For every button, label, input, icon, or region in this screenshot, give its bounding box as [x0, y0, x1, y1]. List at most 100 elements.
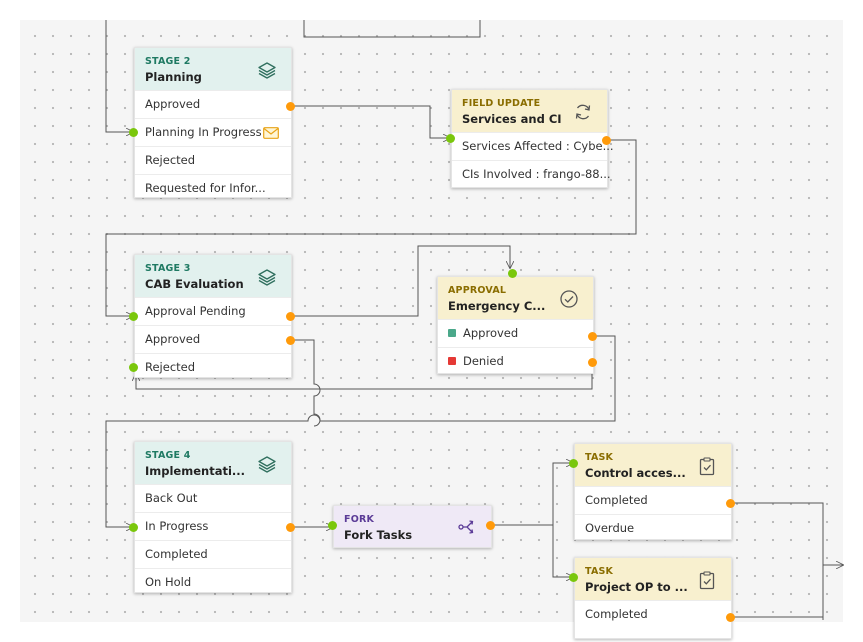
task2-kind: TASK	[585, 566, 614, 577]
stage2-approved-output-port[interactable]	[286, 102, 295, 111]
stage3-kind: STAGE 3	[145, 263, 191, 274]
stage4-header[interactable]: STAGE 4 Implementati...	[135, 442, 291, 484]
stage2-row-approved[interactable]: Approved	[135, 90, 291, 118]
stage4-node[interactable]: STAGE 4 Implementati... Back Out In Prog…	[134, 441, 292, 593]
wire-field-update-to-cab	[105, 139, 637, 316]
stage2-title: Planning	[145, 70, 202, 84]
row-label: Overdue	[585, 521, 635, 535]
stage2-header[interactable]: STAGE 2 Planning	[135, 48, 291, 90]
task1-completed-output-port[interactable]	[726, 499, 735, 508]
row-label: Approval Pending	[145, 304, 246, 318]
wire-fork-to-task2	[552, 525, 573, 577]
stage3-approval-pending-output-port[interactable]	[286, 312, 295, 321]
denied-status-square	[448, 356, 456, 365]
stage3-approved-output-port[interactable]	[286, 336, 295, 345]
stage4-kind: STAGE 4	[145, 450, 191, 461]
task1-node[interactable]: TASK Control acces... Completed Overdue	[574, 443, 732, 540]
stage3-input-port[interactable]	[129, 312, 138, 321]
task1-row-overdue[interactable]: Overdue	[575, 514, 731, 542]
task2-title: Project OP to ...	[585, 580, 688, 594]
stage4-input-port[interactable]	[129, 523, 138, 532]
row-label: On Hold	[145, 575, 192, 589]
task2-header[interactable]: TASK Project OP to ...	[575, 558, 731, 600]
approval-approved-output-port[interactable]	[588, 332, 597, 341]
stage3-row-approval-pending[interactable]: Approval Pending	[135, 297, 291, 325]
layers-icon	[258, 269, 276, 286]
approval-row-denied[interactable]: Denied	[438, 347, 593, 375]
approval-node[interactable]: APPROVAL Emergency C... Approved Denied	[437, 276, 594, 374]
clipboard-icon	[699, 457, 715, 476]
row-label: CIs Involved : frango-88...	[462, 167, 611, 181]
field-update-title: Services and CI	[462, 112, 562, 126]
layers-icon	[258, 456, 276, 473]
row-label: In Progress	[145, 519, 209, 533]
stage3-row-rejected[interactable]: Rejected	[135, 353, 291, 381]
stage4-title: Implementati...	[145, 464, 246, 478]
row-label: Planning In Progress	[145, 125, 262, 139]
stage3-title: CAB Evaluation	[145, 277, 244, 291]
fork-output-port[interactable]	[486, 521, 495, 530]
approval-input-port[interactable]	[508, 269, 517, 278]
task1-row-completed[interactable]: Completed	[575, 486, 731, 514]
field-update-kind: FIELD UPDATE	[462, 98, 541, 109]
field-update-input-port[interactable]	[446, 134, 455, 143]
approved-status-square	[448, 328, 456, 337]
wire-into-planning	[105, 20, 133, 132]
stage2-row-requested-for-info[interactable]: Requested for Infor...	[135, 174, 291, 202]
wire-cab-pending-to-approval	[290, 245, 510, 317]
stage2-kind: STAGE 2	[145, 56, 191, 67]
wire-task1-completed-out	[731, 502, 824, 620]
task1-input-port[interactable]	[569, 459, 578, 468]
task1-header[interactable]: TASK Control acces...	[575, 444, 731, 486]
stage2-input-port[interactable]	[129, 128, 138, 137]
stage4-row-on-hold[interactable]: On Hold	[135, 568, 291, 596]
stage4-in-progress-output-port[interactable]	[286, 523, 295, 532]
task1-kind: TASK	[585, 452, 614, 463]
row-label: Approved	[145, 332, 201, 346]
field-update-row-cis[interactable]: CIs Involved : frango-88...	[452, 160, 611, 188]
stage2-node[interactable]: STAGE 2 Planning Approved Planning In Pr…	[134, 47, 292, 198]
wire-approval-approved-to-stage4	[105, 335, 616, 527]
task2-completed-output-port[interactable]	[726, 613, 735, 622]
clipboard-icon	[699, 571, 715, 590]
stage3-header[interactable]: STAGE 3 CAB Evaluation	[135, 255, 291, 297]
fork-input-port[interactable]	[328, 521, 337, 530]
approval-denied-output-port[interactable]	[588, 358, 597, 367]
stage2-row-rejected[interactable]: Rejected	[135, 146, 291, 174]
stage4-row-completed[interactable]: Completed	[135, 540, 291, 568]
refresh-icon	[575, 104, 591, 120]
task2-input-port[interactable]	[569, 573, 578, 582]
approval-header[interactable]: APPROVAL Emergency C...	[438, 277, 593, 319]
task2-node[interactable]: TASK Project OP to ... Completed	[574, 557, 732, 639]
field-update-header[interactable]: FIELD UPDATE Services and CI	[452, 90, 607, 132]
field-update-row-services[interactable]: Services Affected : Cybe...	[452, 132, 614, 160]
approval-row-approved[interactable]: Approved	[438, 319, 593, 347]
wire-planning-approved-to-field-update	[290, 105, 450, 138]
stage2-row-planning-in-progress[interactable]: Planning In Progress	[135, 118, 291, 146]
row-label: Approved	[145, 97, 201, 111]
row-label: Rejected	[145, 360, 196, 374]
field-update-node[interactable]: FIELD UPDATE Services and CI Services Af…	[451, 89, 614, 188]
row-label: Rejected	[145, 153, 196, 167]
fork-kind: FORK	[344, 514, 375, 525]
row-label: Services Affected : Cybe...	[462, 139, 614, 153]
fork-node[interactable]: FORK Fork Tasks	[333, 505, 492, 548]
wire-approval-denied-to-rejected	[136, 363, 593, 390]
stage4-row-back-out[interactable]: Back Out	[135, 484, 291, 512]
wire-fork-to-task1	[491, 463, 573, 526]
wire-cab-approved-to-stage4	[290, 339, 321, 427]
field-update-output-port[interactable]	[602, 136, 611, 145]
stage4-row-in-progress[interactable]: In Progress	[135, 512, 291, 540]
approval-title: Emergency C...	[448, 299, 546, 313]
check-circle-icon	[560, 290, 578, 308]
task2-row-completed[interactable]: Completed	[575, 600, 731, 628]
stage3-node[interactable]: STAGE 3 CAB Evaluation Approval Pending …	[134, 254, 292, 378]
stage3-rejected-input-port[interactable]	[129, 363, 138, 372]
fork-title: Fork Tasks	[344, 528, 413, 542]
row-label: Completed	[145, 547, 208, 561]
fork-header[interactable]: FORK Fork Tasks	[334, 506, 491, 547]
fork-icon	[458, 520, 474, 534]
stage3-row-approved[interactable]: Approved	[135, 325, 291, 353]
wire-top-loop	[303, 20, 481, 38]
envelope-icon	[263, 127, 279, 139]
